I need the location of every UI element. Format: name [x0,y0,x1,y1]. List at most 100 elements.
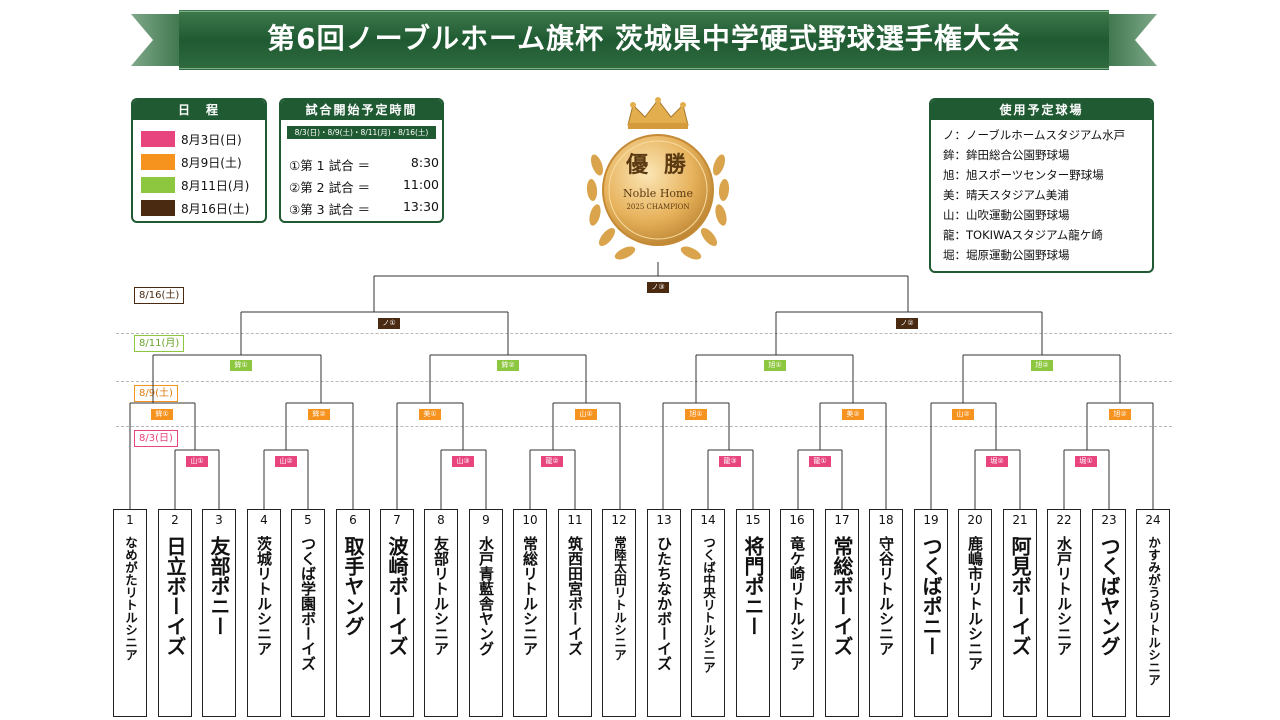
match-label-r2: 美① [419,409,441,420]
round-divider [116,333,1172,334]
match-label-r1: 龍① [809,456,831,467]
team-name: なめがたリトルシニア [123,536,138,661]
team-box: 6 取手ヤング [336,509,370,717]
match-label-r1: 堀① [1075,456,1097,467]
laurel-crown-icon [586,97,730,260]
team-number: 16 [789,513,805,527]
team-box: 4 茨城リトルシニア [247,509,281,717]
team-number: 20 [967,513,983,527]
team-number: 10 [522,513,538,527]
team-number: 7 [393,513,401,527]
team-number: 2 [171,513,179,527]
match-label-r1: 山③ [452,456,474,467]
team-name: 茨城リトルシニア [255,536,273,656]
team-name: つくばヤング [1097,536,1121,656]
team-number: 6 [349,513,357,527]
time-label: ③第 3 試合 ＝ [289,202,371,217]
team-name: かすみがうらリトルシニア [1146,536,1161,686]
venue-item: 鉾：鉾田総合公園野球場 [943,148,1070,162]
champion-kanji: 優 勝 [626,152,690,178]
match-label-semi: ノ② [896,318,918,329]
team-name: 水戸リトルシニア [1055,536,1073,656]
team-box: 1 なめがたリトルシニア [113,509,147,717]
team-box: 7 波崎ボーイズ [380,509,414,717]
schedule-label: 8月3日(日) [181,132,242,147]
match-label-r1: 龍③ [719,456,741,467]
venue-item: 旭：旭スポーツセンター野球場 [943,168,1104,182]
time-value: 13:30 [402,199,439,214]
team-name: つくば学園ボーイズ [299,536,317,671]
team-name: 守谷リトルシニア [877,536,895,656]
schedule-item: 8月16日(土) [141,199,249,217]
match-label-qf: 旭① [764,360,786,371]
venue-item: 山：山吹運動公園野球場 [943,208,1070,222]
schedule-label: 8月16日(土) [181,201,250,216]
color-swatch [141,154,175,170]
round-date-qf: 8/11(月) [134,335,185,352]
team-name: つくばポニー [919,536,943,656]
venue-item: 堀：堀原運動公園野球場 [943,248,1070,262]
time-label: ②第 2 試合 ＝ [289,180,371,195]
schedule-item: 8月3日(日) [141,130,242,148]
team-name: 鹿嶋市リトルシニア [966,536,984,671]
venue-item: 龍：TOKIWAスタジアム龍ケ崎 [943,228,1103,242]
team-name: 友部リトルシニア [432,536,450,656]
team-box: 13 ひたちなかボーイズ [647,509,681,717]
time-label: ①第 1 試合 ＝ [289,158,371,173]
team-number: 1 [126,513,134,527]
match-label-r1: 山② [275,456,297,467]
match-label-r1: 山① [186,456,208,467]
match-label-semi: ノ① [378,318,400,329]
team-number: 22 [1056,513,1072,527]
team-box: 22 水戸リトルシニア [1047,509,1081,717]
round-date-final: 8/16(土) [134,287,185,304]
team-number: 9 [482,513,490,527]
match-label-qf: 旭② [1031,360,1053,371]
team-name: 常陸太田リトルシニア [612,536,627,661]
team-box: 19 つくばポニー [914,509,948,717]
team-name: 竜ケ崎リトルシニア [788,536,806,671]
banner-ribbon [131,10,1157,70]
color-swatch [141,131,175,147]
time-row: ②第 2 試合 ＝ 11:00 [289,177,439,196]
team-number: 8 [437,513,445,527]
schedule-panel: 日 程 8月3日(日) 8月9日(土) 8月11日(月) 8月16日(土) [131,98,267,223]
team-number: 3 [215,513,223,527]
match-label-final: ノ③ [647,282,669,293]
round-divider [116,426,1172,427]
team-name: ひたちなかボーイズ [655,536,673,671]
team-number: 13 [656,513,672,527]
venue-panel: 使用予定球場 ノ：ノーブルホームスタジアム水戸 鉾：鉾田総合公園野球場 旭：旭ス… [929,98,1154,273]
schedule-heading: 日 程 [133,100,265,120]
team-name: 波崎ボーイズ [385,536,409,656]
team-number: 23 [1101,513,1117,527]
match-label-r2: 鉾① [151,409,173,420]
team-number: 19 [923,513,939,527]
start-time-panel: 試合開始予定時間 8/3(日)・8/9(土)・8/11(月)・8/16(土) ①… [279,98,444,223]
team-name: つくば中央リトルシニア [701,536,716,674]
time-row: ③第 3 試合 ＝ 13:30 [289,199,439,218]
time-row: ①第 1 試合 ＝8:30 [289,155,439,174]
team-number: 4 [260,513,268,527]
champion-line2: 2025 CHAMPION [626,203,690,211]
time-value: 11:00 [402,177,439,192]
team-box: 8 友部リトルシニア [424,509,458,717]
team-name: 取手ヤング [341,536,365,636]
schedule-item: 8月11日(月) [141,176,249,194]
match-label-r2: 美② [842,409,864,420]
match-label-r1: 堀② [986,456,1008,467]
match-label-r2: 山① [575,409,597,420]
team-name: 常総リトルシニア [521,536,539,656]
team-box: 20 鹿嶋市リトルシニア [958,509,992,717]
match-label-qf: 鉾② [497,360,519,371]
